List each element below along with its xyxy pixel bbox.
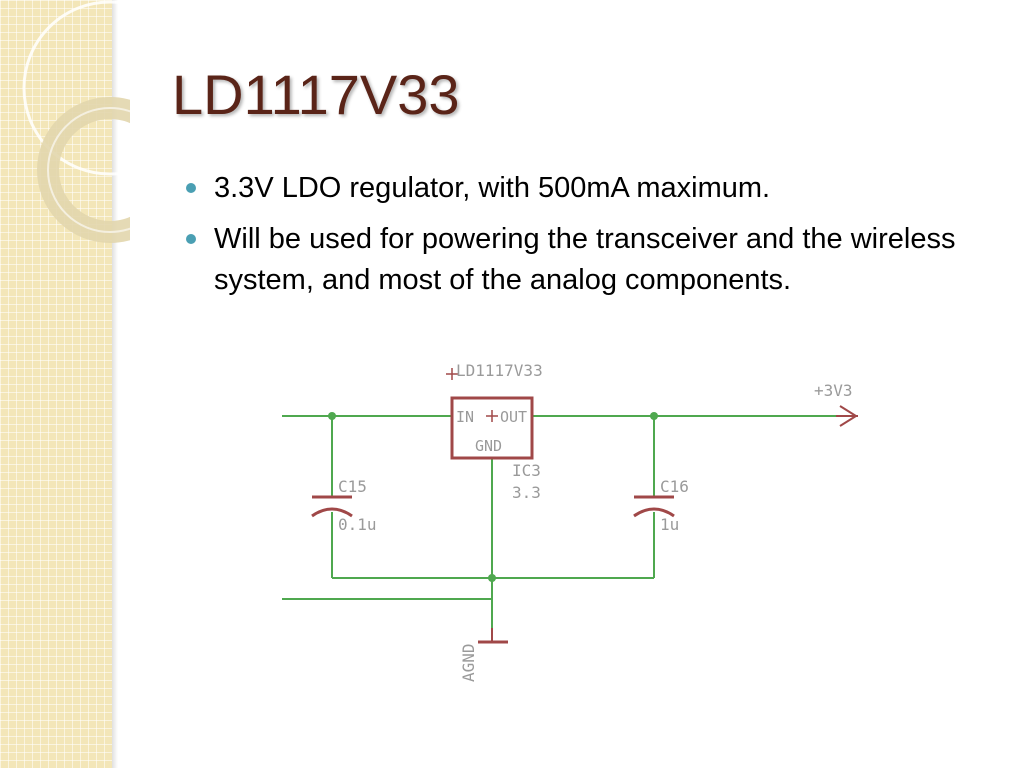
capacitor-c15 xyxy=(311,495,353,518)
bullet-text: Will be used for powering the transceive… xyxy=(214,223,956,296)
c16-name-label: C16 xyxy=(660,477,689,496)
c15-value-label: 0.1u xyxy=(338,515,377,534)
decorative-rings xyxy=(22,0,130,243)
ic-part-label: LD1117V33 xyxy=(456,361,543,380)
bullet-dot-icon xyxy=(186,234,196,244)
bullet-dot-icon xyxy=(186,183,196,193)
output-net-label: +3V3 xyxy=(814,381,853,400)
bullet-text: 3.3V LDO regulator, with 500mA maximum. xyxy=(214,172,771,204)
ic-body xyxy=(450,396,534,460)
ground-symbol-icon xyxy=(478,628,508,644)
bullet-item: Will be used for powering the transceive… xyxy=(186,219,976,301)
ground-net-label: AGND xyxy=(459,643,478,682)
ic-pin-gnd-label: GND xyxy=(475,437,502,455)
supply-arrow-icon xyxy=(836,405,858,427)
bullet-item: 3.3V LDO regulator, with 500mA maximum. xyxy=(186,168,976,209)
capacitor-c16 xyxy=(633,495,675,518)
junction-dots xyxy=(328,412,658,582)
ic-pin-out-label: OUT xyxy=(500,408,527,426)
side-strip-shadow xyxy=(112,0,118,768)
c15-name-label: C15 xyxy=(338,477,367,496)
ic-name-label: IC3 xyxy=(512,461,541,480)
c16-value-label: 1u xyxy=(660,515,679,534)
ic-value-label: 3.3 xyxy=(512,483,541,502)
ic-pin-in-label: IN xyxy=(456,408,474,426)
bullet-list: 3.3V LDO regulator, with 500mA maximum. … xyxy=(186,168,976,311)
slide-title: LD1117V33 xyxy=(172,63,460,126)
